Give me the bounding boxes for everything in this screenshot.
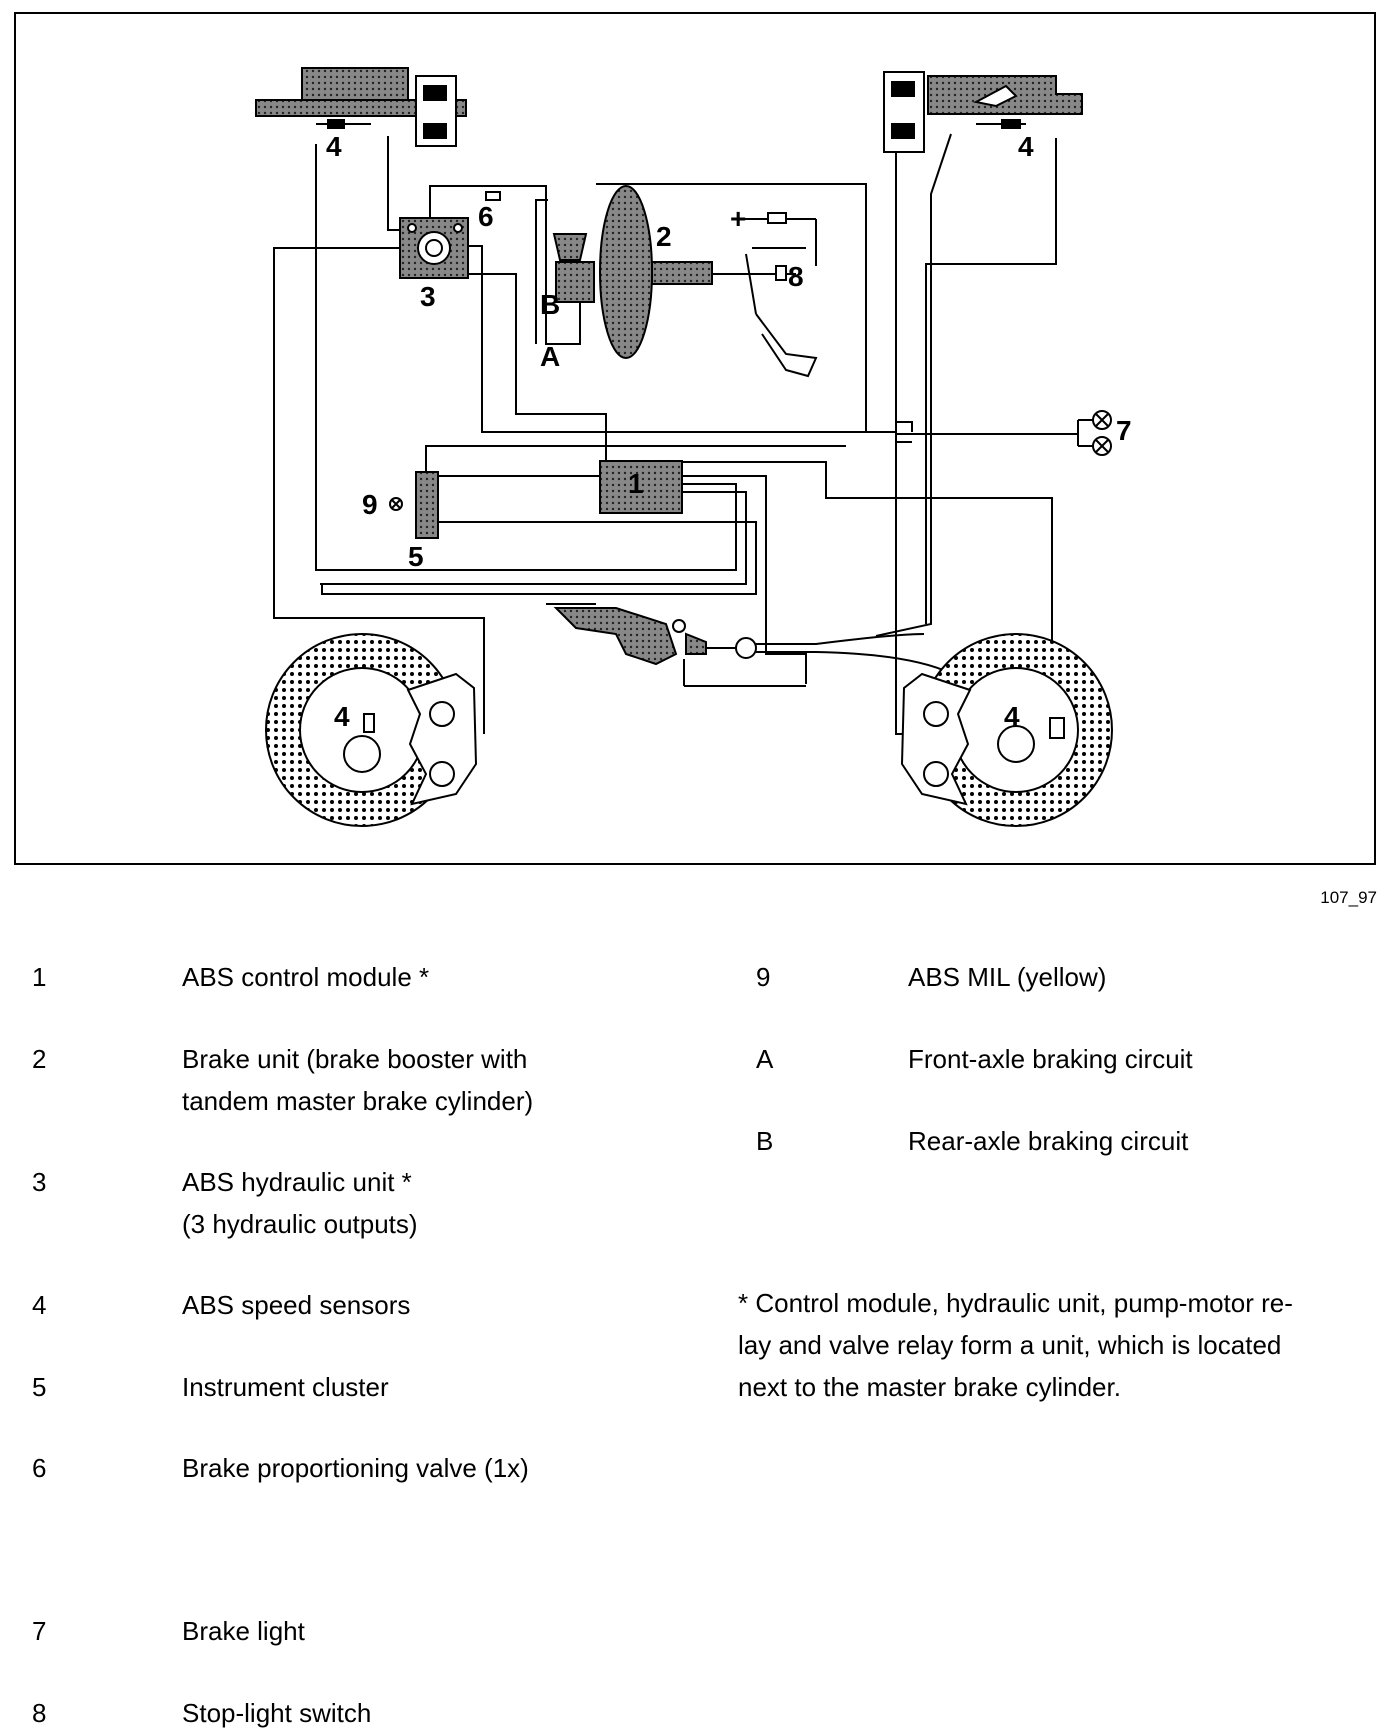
label-4-front-right: 4: [1004, 701, 1020, 732]
brake-pedal-8: [736, 212, 818, 378]
rear-right-brake-disc: [900, 633, 1113, 827]
label-9: 9: [362, 489, 378, 520]
rear-right-sensor-assembly: [883, 71, 1083, 153]
instrument-cluster-5: [415, 471, 439, 539]
footnote: * Control module, hydraulic unit, pump-m…: [738, 1288, 1293, 1402]
label-3: 3: [420, 281, 436, 312]
brake-unit-2: [552, 185, 796, 359]
label-4-rear-left: 4: [326, 131, 342, 162]
label-6: 6: [478, 201, 494, 232]
label-8: 8: [788, 261, 804, 292]
proportioning-valve-6: [485, 191, 501, 201]
label-4-rear-right: 4: [1018, 131, 1034, 162]
abs-system-diagram: 1 2 3 4 4 4 4 5 6 7 8 9 A B +: [14, 12, 1376, 865]
label-1: 1: [628, 468, 644, 499]
label-plus: +: [730, 203, 746, 234]
label-5: 5: [408, 541, 424, 572]
abs-mil-9: [389, 497, 403, 511]
figure-reference: 107_97: [1320, 888, 1377, 907]
diagram-svg: 1 2 3 4 4 4 4 5 6 7 8 9 A B +: [255, 67, 1132, 827]
abs-hydraulic-unit-3: [399, 217, 469, 279]
label-b: B: [540, 289, 560, 320]
front-left-brake-disc: [265, 633, 478, 827]
label-a: A: [540, 341, 560, 372]
label-4-front-left: 4: [334, 701, 350, 732]
label-7: 7: [1116, 415, 1132, 446]
label-2: 2: [656, 221, 672, 252]
abs-control-module-1: [599, 460, 683, 514]
rear-left-sensor-assembly: [255, 67, 467, 147]
